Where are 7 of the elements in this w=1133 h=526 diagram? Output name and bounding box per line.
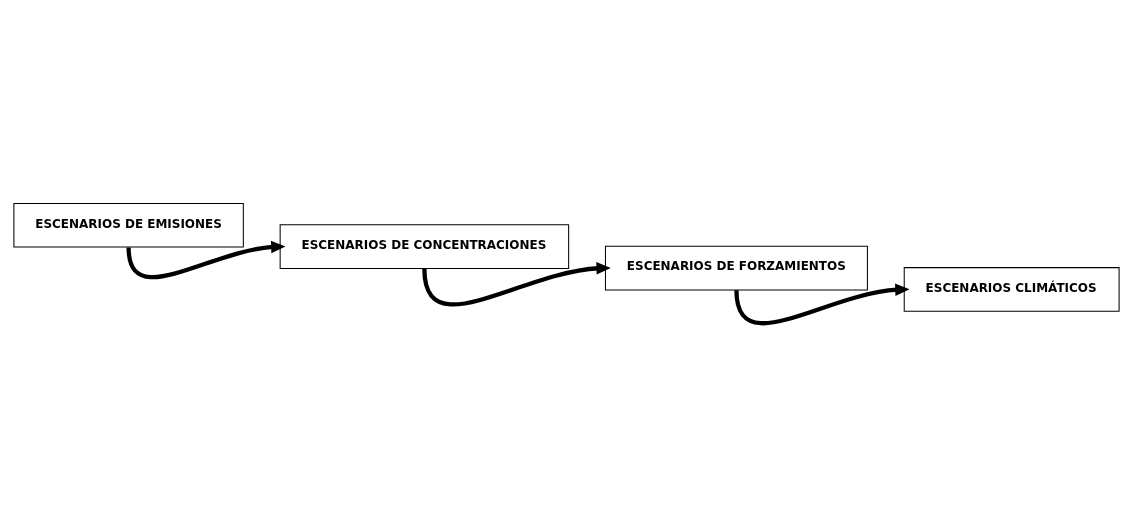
node-box: ESCENARIOS DE EMISIONES [13, 202, 244, 248]
node-box: ESCENARIOS DE CONCENTRACIONES [279, 223, 570, 269]
arrow [734, 282, 910, 325]
node-box: ESCENARIOS DE FORZAMIENTOS [604, 245, 868, 290]
arrow [422, 261, 611, 306]
node-box: ESCENARIOS CLIMÁTICOS [903, 266, 1120, 312]
arrow [126, 240, 286, 279]
